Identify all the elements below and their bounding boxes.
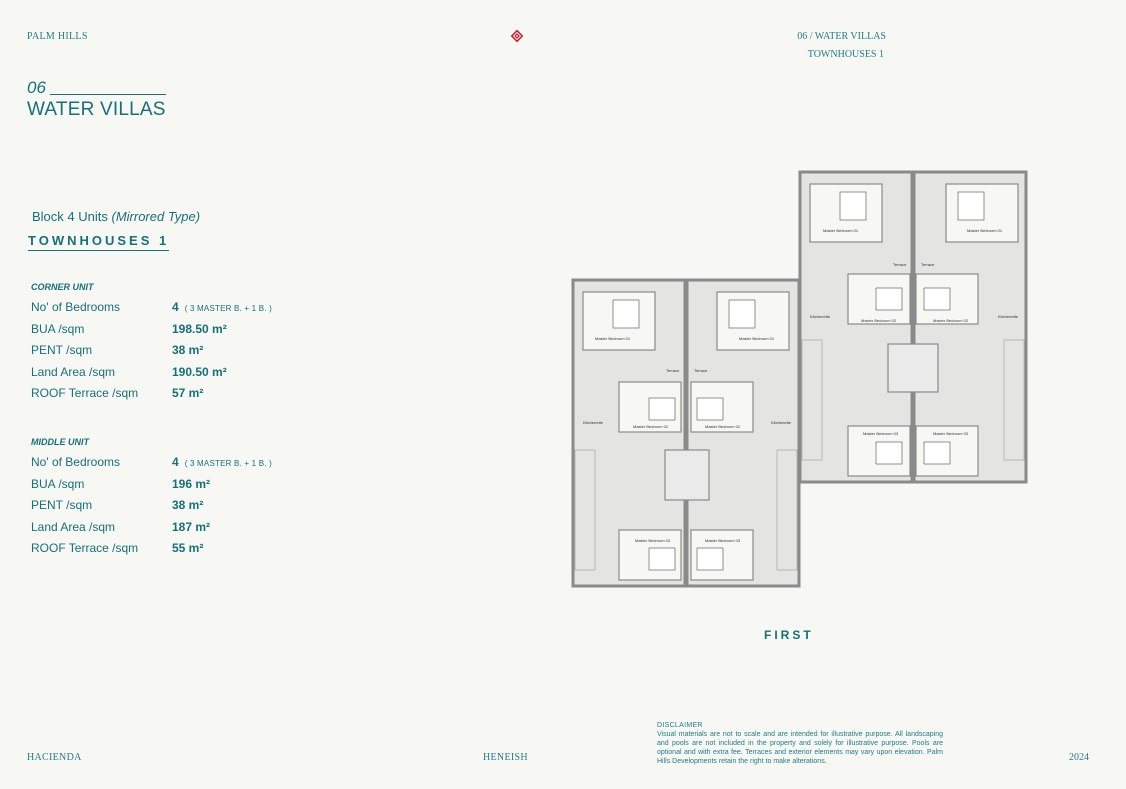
plan-room-label: Terrace bbox=[666, 368, 680, 373]
plan-room-label: Master Bedroom 02 bbox=[633, 424, 669, 429]
spec-key: Land Area /sqm bbox=[31, 520, 116, 534]
plan-room-label: Kitchenette bbox=[810, 314, 831, 319]
header-section: 06 / WATER VILLAS bbox=[797, 31, 886, 42]
spec-value: 4 ( 3 MASTER B. + 1 B. ) bbox=[172, 455, 272, 469]
spec-value: 187 m² bbox=[172, 520, 211, 534]
plan-room-label: Master Bedroom 02 bbox=[861, 318, 897, 323]
spec-value: 38 m² bbox=[172, 343, 204, 357]
spec-row: No' of Bedrooms 4 ( 3 MASTER B. + 1 B. ) bbox=[31, 300, 331, 316]
spec-row: BUA /sqm 198.50 m² bbox=[31, 322, 331, 338]
spec-key: BUA /sqm bbox=[31, 477, 85, 491]
spec-value: 38 m² bbox=[172, 498, 204, 512]
spec-key: No' of Bedrooms bbox=[31, 455, 120, 469]
spec-row: PENT /sqm 38 m² bbox=[31, 343, 331, 359]
spec-row: ROOF Terrace /sqm 57 m² bbox=[31, 386, 331, 402]
plan-room-label: Master Bedroom 02 bbox=[933, 318, 969, 323]
footer-project: HACIENDA bbox=[27, 752, 82, 763]
block-title: Block 4 Units (Mirrored Type) bbox=[32, 209, 200, 224]
spec-value-text: 4 bbox=[172, 455, 179, 469]
middle-unit-specs: No' of Bedrooms 4( 3 MASTER B. + 1 B. ) … bbox=[31, 455, 331, 565]
plan-room-label: Kitchenette bbox=[998, 314, 1019, 319]
spec-value-text: 4 bbox=[172, 300, 179, 314]
type-title: TOWNHOUSES 1 bbox=[28, 233, 170, 251]
spec-key: ROOF Terrace /sqm bbox=[31, 541, 139, 555]
plan-room-label: Kitchenette bbox=[583, 420, 604, 425]
plan-room-label: Master Bedroom 03 bbox=[933, 431, 969, 436]
section-divider bbox=[50, 94, 166, 95]
footer-year: 2024 bbox=[1069, 752, 1089, 763]
disclaimer: DISCLAIMER Visual materials are not to s… bbox=[657, 721, 943, 766]
spec-key: PENT /sqm bbox=[31, 343, 93, 357]
plan-room-label: Master Bedroom 02 bbox=[705, 424, 741, 429]
spec-value: 196 m² bbox=[172, 477, 211, 491]
diamond-logo-icon bbox=[510, 29, 524, 43]
spec-row: Land Area /sqm 190.50 m² bbox=[31, 365, 331, 381]
spec-value: 4 ( 3 MASTER B. + 1 B. ) bbox=[172, 300, 272, 314]
brand-name: PALM HILLS bbox=[27, 31, 88, 42]
block-title-sub: (Mirrored Type) bbox=[111, 209, 201, 224]
floor-label: FIRST bbox=[764, 628, 814, 642]
page-title: WATER VILLAS bbox=[27, 99, 166, 120]
spec-note: ( 3 MASTER B. + 1 B. ) bbox=[184, 459, 272, 468]
spec-key: Land Area /sqm bbox=[31, 365, 116, 379]
plan-room-label: Master Bedroom 01 bbox=[823, 228, 859, 233]
spec-key: BUA /sqm bbox=[31, 322, 85, 336]
plan-room-label: Master Bedroom 03 bbox=[863, 431, 899, 436]
middle-unit-label: MIDDLE UNIT bbox=[31, 437, 89, 447]
footer-location: HENEISH bbox=[483, 752, 528, 763]
spec-value: 190.50 m² bbox=[172, 365, 227, 379]
plan-room-label: Kitchenette bbox=[771, 420, 792, 425]
spec-value: 198.50 m² bbox=[172, 322, 227, 336]
plan-room-label: Master Bedroom 01 bbox=[595, 336, 631, 341]
spec-row: BUA /sqm 196 m² bbox=[31, 477, 331, 493]
block-title-main: Block 4 Units bbox=[32, 209, 112, 224]
spec-row: ROOF Terrace /sqm 55 m² bbox=[31, 541, 331, 557]
disclaimer-body: Visual materials are not to scale and ar… bbox=[657, 731, 943, 765]
spec-value: 55 m² bbox=[172, 541, 204, 555]
plan-room-label: Terrace bbox=[694, 368, 708, 373]
plan-room-label: Terrace bbox=[893, 262, 907, 267]
spec-key: PENT /sqm bbox=[31, 498, 93, 512]
section-number: 06 bbox=[27, 78, 46, 97]
header-subsection: TOWNHOUSES 1 bbox=[807, 49, 884, 60]
corner-unit-specs: No' of Bedrooms 4( 3 MASTER B. + 1 B. ) … bbox=[31, 300, 331, 410]
corner-unit-label: CORNER UNIT bbox=[31, 282, 94, 292]
spec-key: No' of Bedrooms bbox=[31, 300, 120, 314]
spec-row: Land Area /sqm 187 m² bbox=[31, 520, 331, 536]
spec-value: 57 m² bbox=[172, 386, 204, 400]
floor-plan: Master Bedroom 01 Master Bedroom 01 Mast… bbox=[571, 170, 1028, 588]
plan-room-label: Master Bedroom 01 bbox=[739, 336, 775, 341]
spec-row: No' of Bedrooms 4 ( 3 MASTER B. + 1 B. ) bbox=[31, 455, 331, 471]
disclaimer-title: DISCLAIMER bbox=[657, 722, 703, 729]
spec-row: PENT /sqm 38 m² bbox=[31, 498, 331, 514]
spec-key: ROOF Terrace /sqm bbox=[31, 386, 139, 400]
plan-room-label: Master Bedroom 03 bbox=[705, 538, 741, 543]
plan-room-label: Master Bedroom 03 bbox=[635, 538, 671, 543]
plan-room-label: Master Bedroom 01 bbox=[967, 228, 1003, 233]
spec-note: ( 3 MASTER B. + 1 B. ) bbox=[184, 304, 272, 313]
plan-room-label: Terrace bbox=[921, 262, 935, 267]
